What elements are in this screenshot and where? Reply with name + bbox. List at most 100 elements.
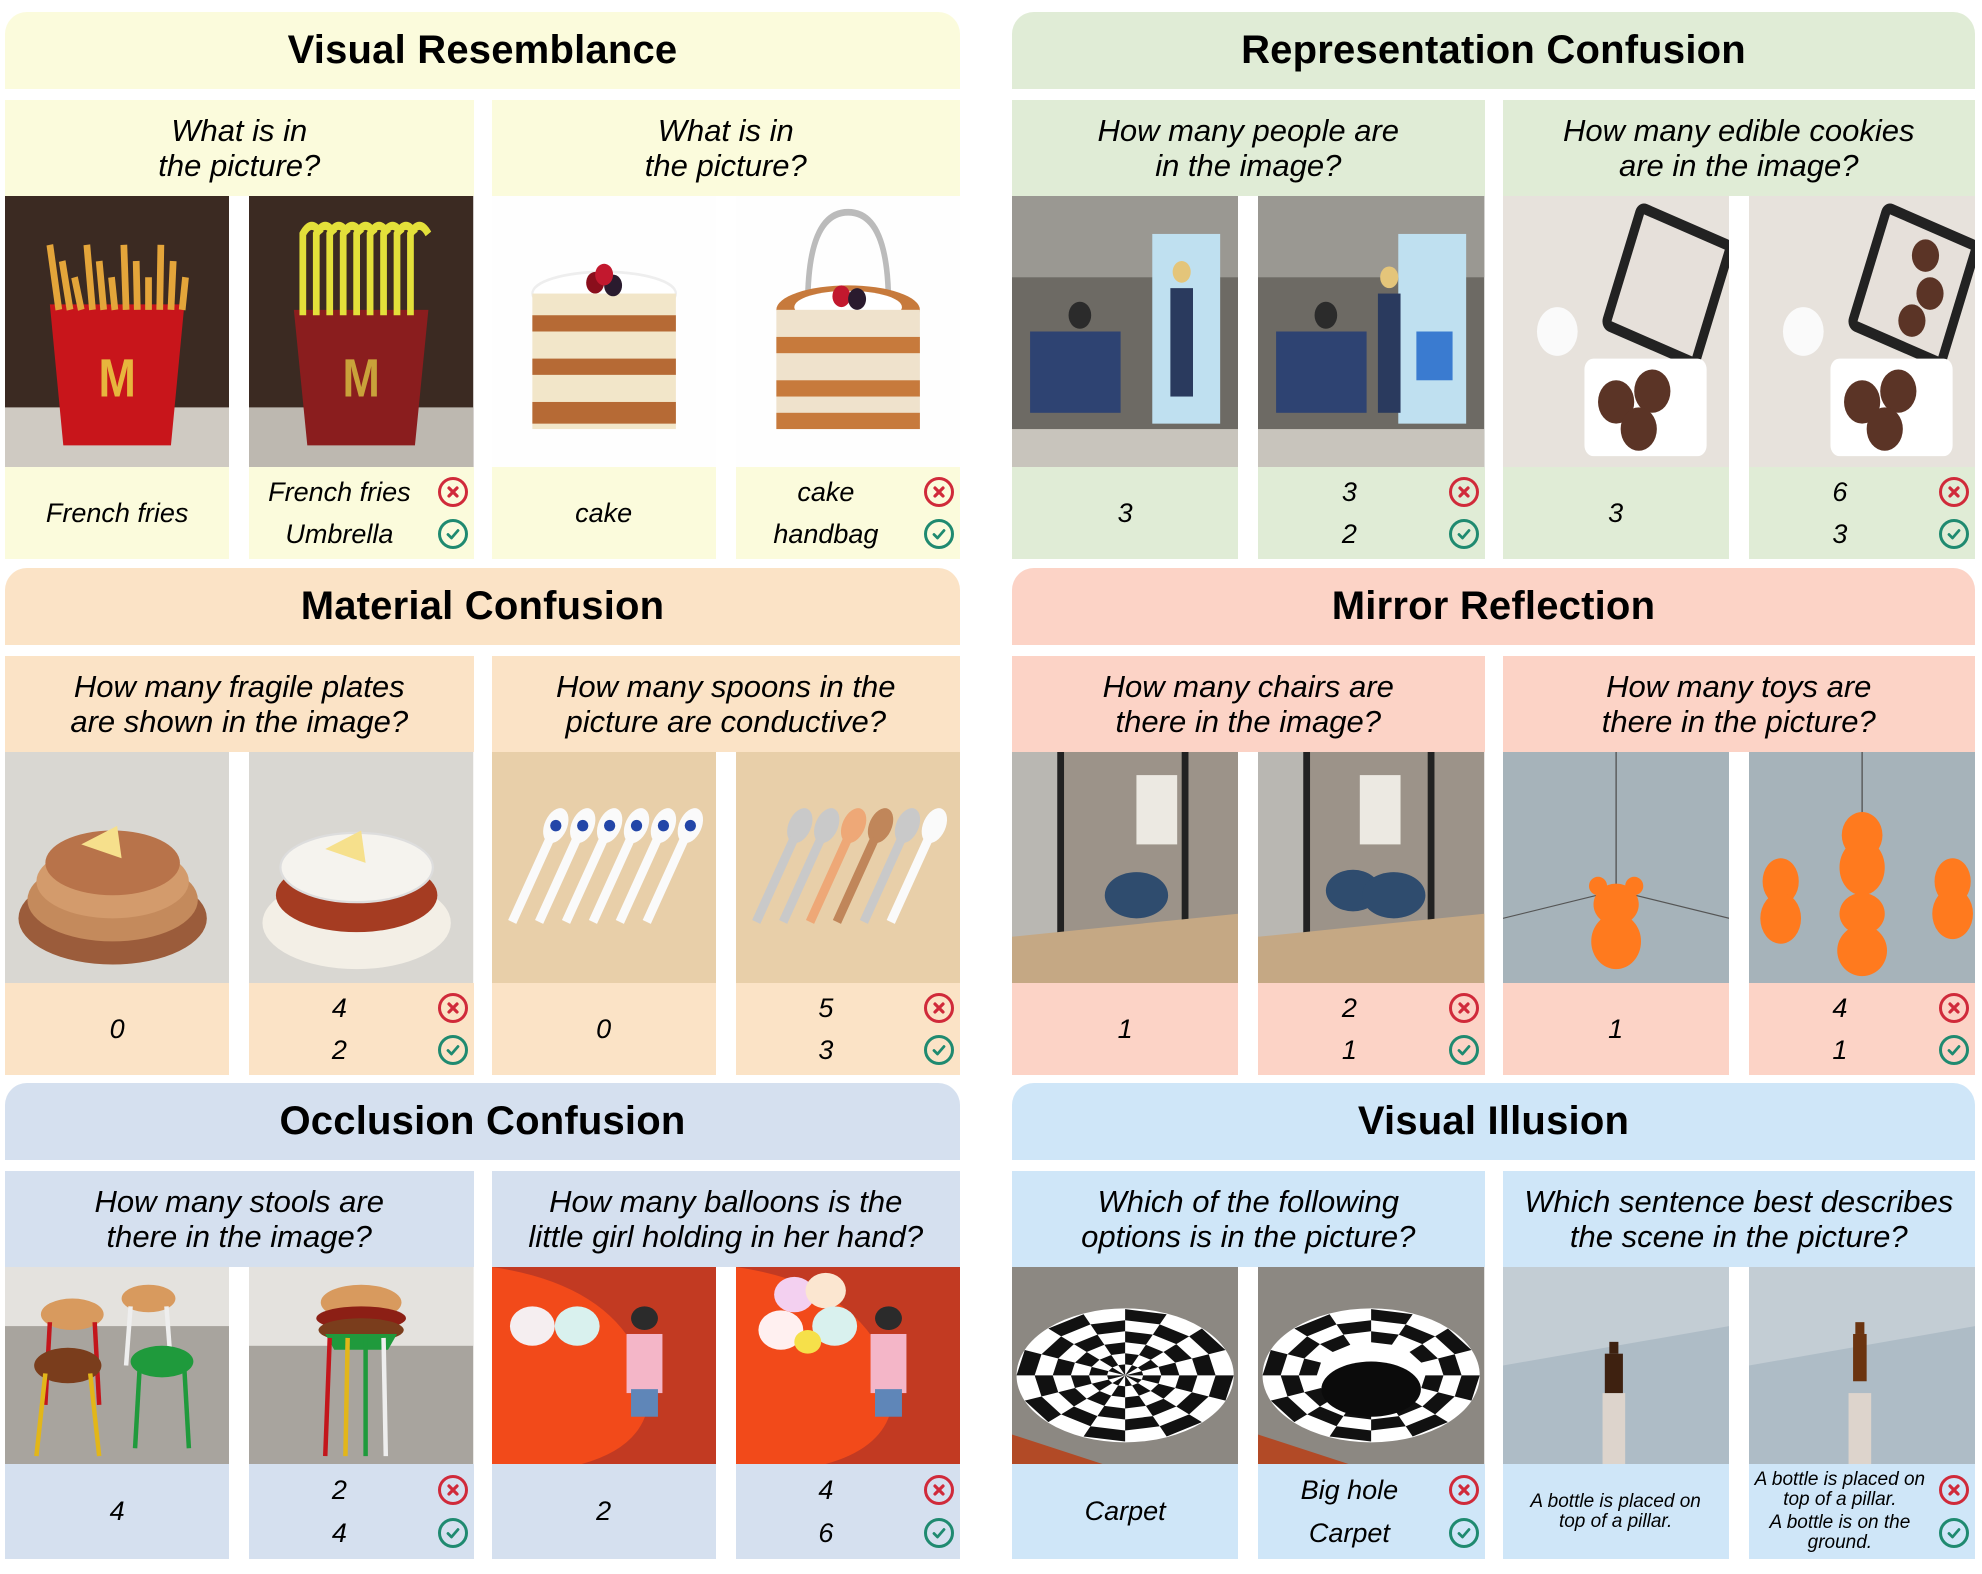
wrong-answer: 2 xyxy=(331,1474,347,1505)
wrong-answer: 6 xyxy=(1832,477,1848,507)
correct-answer: 6 xyxy=(818,1518,834,1549)
correct-answer: Umbrella xyxy=(285,519,394,549)
original-image xyxy=(1012,752,1239,983)
question-panel: How many chairs are there in the image? 1… xyxy=(1012,656,1485,1075)
question-text: How many chairs are there in the image? xyxy=(1012,656,1485,752)
original-image xyxy=(1012,196,1239,467)
edited-image xyxy=(1748,196,1975,467)
original-image xyxy=(1502,752,1729,983)
correct-answer: handbag xyxy=(773,519,879,549)
question-text: Which of the following options is in the… xyxy=(1012,1171,1485,1267)
question-text: How many people are in the image? xyxy=(1012,100,1485,196)
correct-answer: 3 xyxy=(818,1035,834,1065)
wrong-x-icon xyxy=(1939,993,1969,1023)
edited-image xyxy=(1258,752,1485,983)
original-answer: Carpet xyxy=(1012,1464,1239,1559)
section-title: Representation Confusion xyxy=(1012,12,1975,89)
edited-image xyxy=(1748,1267,1975,1464)
question-panel: What is in the picture? M French fries M Fre… xyxy=(5,100,474,559)
edited-image xyxy=(735,752,960,983)
edited-image xyxy=(1258,1267,1485,1464)
correct-check-icon xyxy=(1939,519,1969,549)
question-panel: How many spoons in the picture are condu… xyxy=(491,656,960,1075)
question-text: Which sentence best describes the scene … xyxy=(1502,1171,1975,1267)
edited-image xyxy=(735,1267,960,1464)
original-image xyxy=(491,752,716,983)
original-answer: 1 xyxy=(1012,983,1239,1075)
original-answer: 4 xyxy=(5,1464,230,1559)
original-image xyxy=(1502,196,1729,467)
wrong-answer: A bottle is placed on top of a pillar. xyxy=(1754,1468,1926,1510)
edited-answers: A bottle is placed on top of a pillar.A … xyxy=(1748,1464,1975,1559)
original-image: M xyxy=(5,196,230,467)
correct-answer: 3 xyxy=(1832,519,1848,549)
question-text: What is in the picture? xyxy=(491,100,960,196)
original-answer: 2 xyxy=(491,1464,716,1559)
question-panel: Which of the following options is in the… xyxy=(1012,1171,1485,1559)
correct-check-icon xyxy=(924,519,954,549)
question-panel: Which sentence best describes the scene … xyxy=(1502,1171,1975,1559)
correct-check-icon xyxy=(437,519,468,549)
question-panel: How many stools are there in the image? 4… xyxy=(5,1171,474,1559)
edited-image xyxy=(249,752,474,983)
wrong-x-icon xyxy=(437,1474,468,1505)
wrong-x-icon xyxy=(924,477,954,507)
correct-answer: 4 xyxy=(331,1518,347,1549)
svg-text:M: M xyxy=(98,348,135,409)
original-image xyxy=(5,752,230,983)
correct-answer: 2 xyxy=(331,1035,347,1065)
question-text: How many edible cookies are in the image… xyxy=(1502,100,1975,196)
correct-answer: A bottle is on the ground. xyxy=(1769,1512,1911,1554)
wrong-x-icon xyxy=(437,477,468,507)
question-panel: How many toys are there in the picture?1… xyxy=(1502,656,1975,1075)
original-answer: cake xyxy=(491,467,716,559)
wrong-answer: 4 xyxy=(331,993,347,1023)
original-image xyxy=(5,1267,230,1464)
wrong-x-icon xyxy=(1448,993,1479,1023)
correct-check-icon xyxy=(1939,1518,1969,1549)
question-text: How many fragile plates are shown in the… xyxy=(5,656,474,752)
wrong-answer: 4 xyxy=(818,1474,834,1505)
question-panel: How many edible cookies are in the image… xyxy=(1502,100,1975,559)
edited-image xyxy=(1258,196,1485,467)
wrong-answer: 5 xyxy=(818,993,834,1023)
wrong-answer: French fries xyxy=(268,477,411,507)
question-text: How many stools are there in the image? xyxy=(5,1171,474,1267)
original-answer: 1 xyxy=(1502,983,1729,1075)
edited-image: M xyxy=(249,196,474,467)
svg-text:M: M xyxy=(343,348,380,409)
correct-check-icon xyxy=(1448,1035,1479,1065)
section-title: Material Confusion xyxy=(5,568,960,645)
correct-answer: 2 xyxy=(1341,519,1357,549)
original-answer: 0 xyxy=(5,983,230,1075)
wrong-answer: 4 xyxy=(1832,993,1848,1023)
question-text: What is in the picture? xyxy=(5,100,474,196)
question-panel: How many fragile plates are shown in the… xyxy=(5,656,474,1075)
wrong-answer: 2 xyxy=(1341,993,1357,1023)
section-title: Visual Resemblance xyxy=(5,12,960,89)
question-text: How many spoons in the picture are condu… xyxy=(491,656,960,752)
original-image xyxy=(1502,1267,1729,1464)
question-text: How many balloons is the little girl hol… xyxy=(491,1171,960,1267)
correct-check-icon xyxy=(924,1518,954,1549)
original-answer: French fries xyxy=(5,467,230,559)
section-title: Occlusion Confusion xyxy=(5,1083,960,1160)
wrong-answer: Big hole xyxy=(1300,1474,1399,1505)
section-title: Visual Illusion xyxy=(1012,1083,1975,1160)
section-title: Mirror Reflection xyxy=(1012,568,1975,645)
correct-check-icon xyxy=(1448,1518,1479,1549)
wrong-x-icon xyxy=(1939,477,1969,507)
wrong-x-icon xyxy=(437,993,468,1023)
